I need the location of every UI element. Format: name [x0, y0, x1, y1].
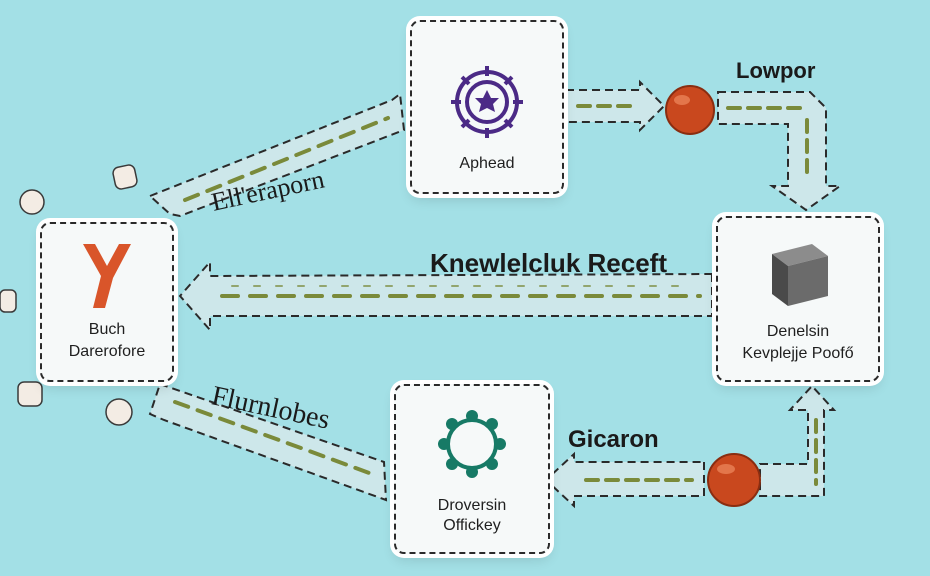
node-droversin: Droversin Offickey [394, 384, 550, 554]
node-buch-line2: Darerofore [68, 343, 146, 360]
node-aphead: Aphead [410, 20, 564, 194]
node-droversin-line1: Droversin [437, 497, 507, 514]
node-buch-line1: Buch [88, 321, 126, 338]
connector-ball-top [665, 85, 715, 135]
decorative-beads [0, 164, 138, 426]
cube-icon [758, 234, 838, 314]
edge-label-middle: Knewlelcluk Receft [430, 248, 667, 278]
connector-ball-bottom [707, 453, 761, 507]
gear-network-icon [445, 60, 529, 144]
y-logo-icon [79, 240, 135, 312]
arrow-ball-to-right-node [717, 91, 844, 212]
molecule-ring-icon [434, 406, 510, 482]
edge-label-bottom-right: Gicaron [568, 426, 659, 453]
arrow-left-to-top [148, 92, 406, 218]
node-droversin-line2: Offickey [443, 517, 501, 534]
node-denelsin-line1: Denelsin [766, 323, 830, 340]
node-buch: Buch Darerofore [40, 222, 174, 382]
node-denelsin-line2: Kevplejje Poofő [742, 345, 854, 362]
node-denelsin: Denelsin Kevplejje Poofő [716, 216, 880, 382]
arrow-top-to-ball [565, 79, 666, 133]
edge-label-top-right: Lowpor [736, 58, 816, 83]
arrow-right-to-left [178, 259, 713, 333]
arrow-ball-to-right-node-lower [759, 384, 837, 497]
arrow-left-to-bottom [148, 382, 388, 502]
node-aphead-label: Aphead [459, 155, 515, 172]
arrow-ball-to-bottom-node [544, 451, 705, 509]
